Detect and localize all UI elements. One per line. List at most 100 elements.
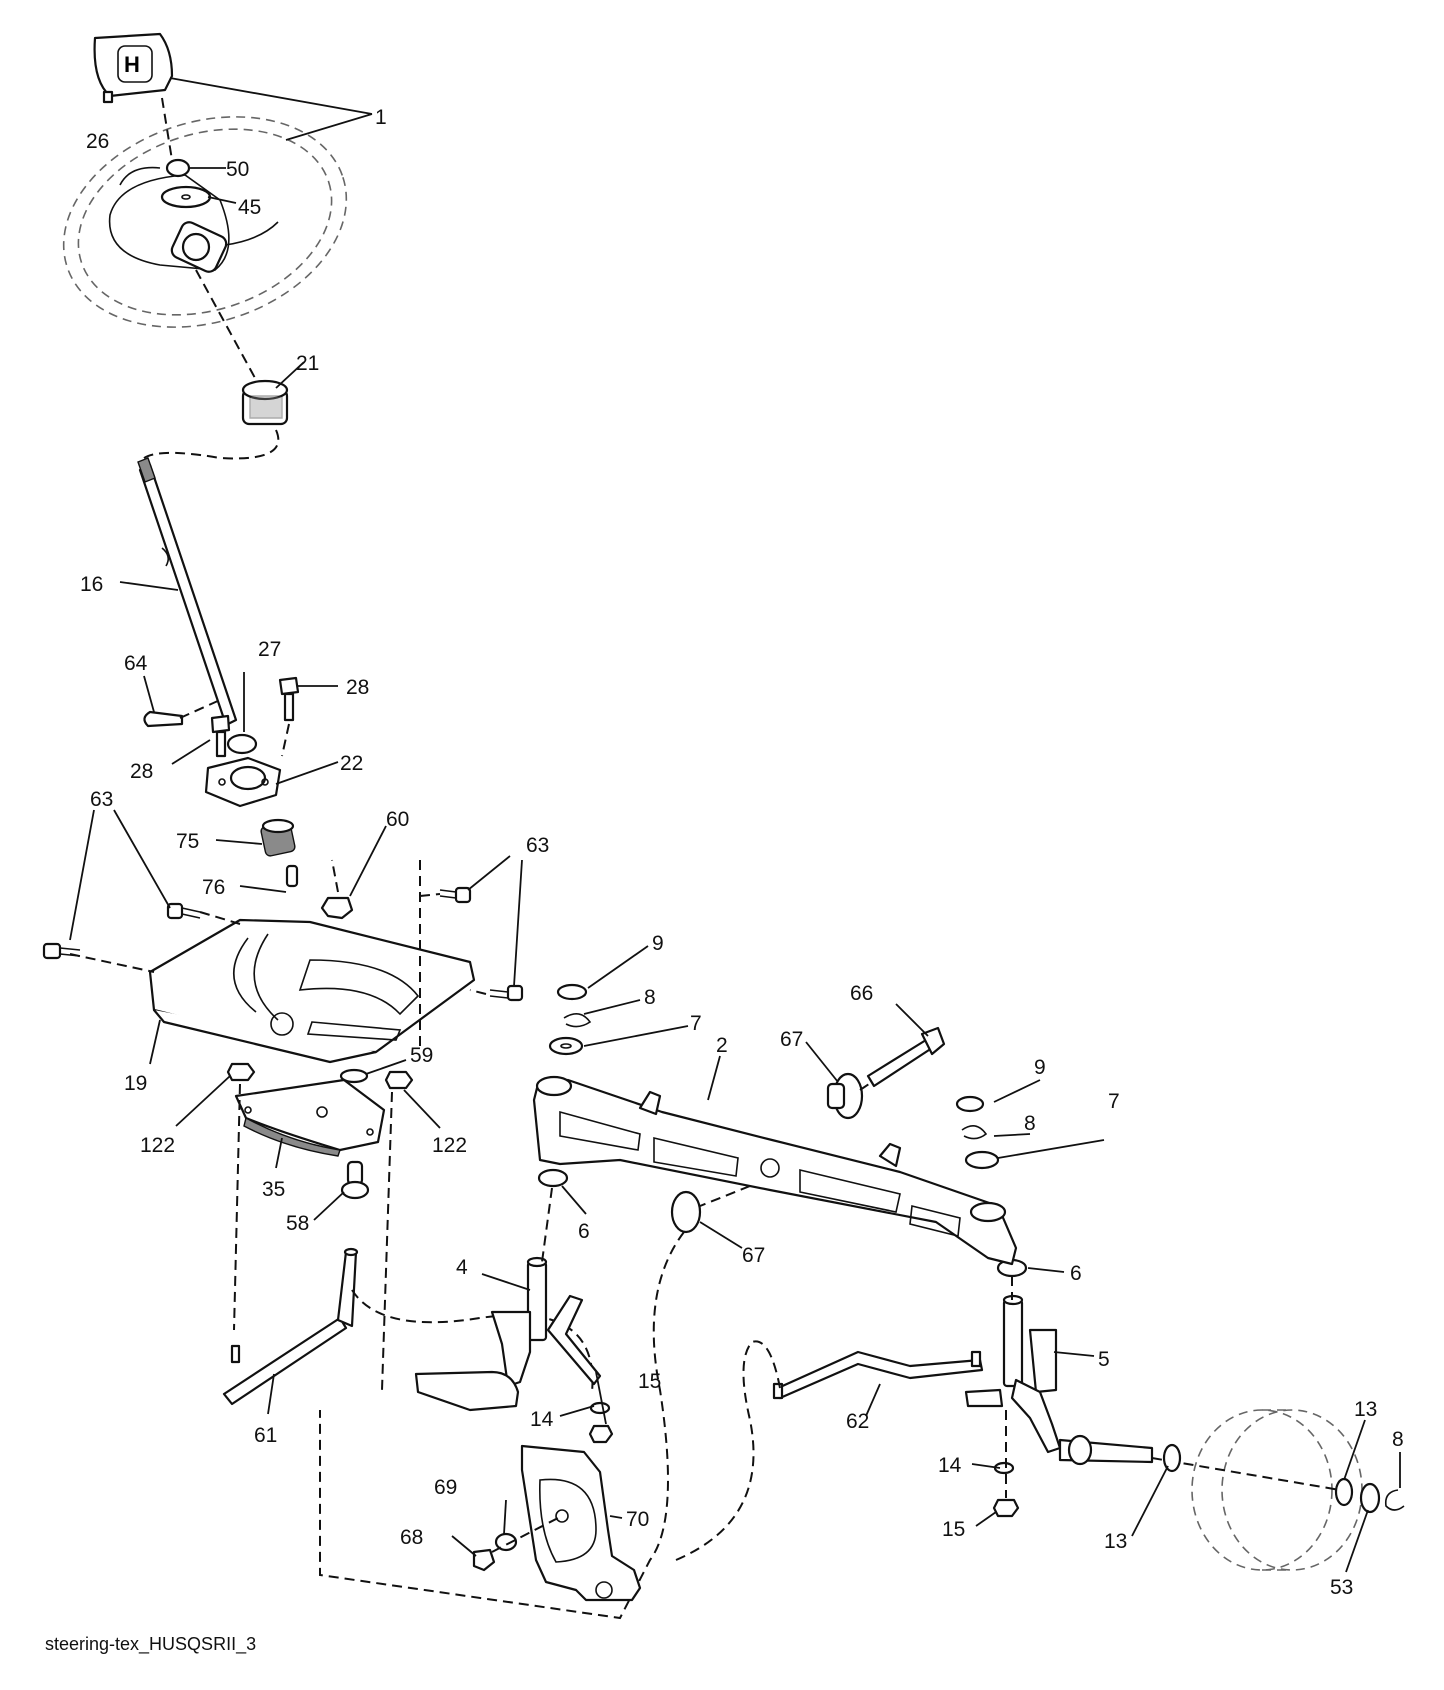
screw-part-63-right (489, 984, 524, 1002)
cap-part-9-right (955, 1095, 985, 1113)
tie-rod-part-62 (772, 1350, 984, 1400)
assembly-line-bracket (319, 1231, 685, 1620)
callout-53: 53 (1330, 1576, 1353, 1599)
nut-part-50 (165, 158, 191, 178)
callout-4: 4 (456, 1256, 468, 1279)
cap-part-9-left (556, 983, 588, 1001)
callout-64: 64 (124, 652, 148, 675)
pivot-bushing-part-67-top (826, 1072, 864, 1120)
washer-part-14-left (589, 1401, 611, 1415)
callout-67-top: 67 (780, 1028, 803, 1051)
callout-5: 5 (1098, 1348, 1110, 1371)
callout-15-left: 15 (638, 1370, 661, 1393)
washer-part-59 (339, 1068, 369, 1084)
pivot-bolt-part-66 (866, 1026, 946, 1088)
callout-122-right: 122 (432, 1134, 467, 1157)
callout-8-wheel: 8 (1392, 1428, 1404, 1451)
adapter-part-21 (241, 379, 289, 426)
callout-59: 59 (410, 1044, 433, 1067)
leader-lines (69, 77, 1401, 1573)
washer-part-7-left (548, 1036, 584, 1056)
nut-part-122-left (226, 1062, 256, 1082)
callout-67-bottom: 67 (742, 1244, 765, 1267)
callout-122-left: 122 (140, 1134, 175, 1157)
washer-part-45 (160, 185, 212, 209)
cotter-pin-part-64 (143, 699, 221, 728)
assembly-line-left-spindle (541, 1187, 553, 1263)
callout-7-left: 7 (690, 1012, 702, 1035)
callout-6-right: 6 (1070, 1262, 1082, 1285)
callout-69: 69 (434, 1476, 457, 1499)
nut-part-122-right (384, 1070, 414, 1090)
callout-21: 21 (296, 352, 319, 375)
callout-68: 68 (400, 1526, 423, 1549)
bracket-part-22 (204, 756, 282, 808)
sector-gear-part-35 (234, 1078, 386, 1157)
spindle-part-4 (414, 1256, 602, 1412)
assembly-line-wheel (161, 97, 256, 379)
washer-part-13-outer (1334, 1477, 1354, 1507)
steering-shaft-part-16 (137, 457, 238, 727)
callout-50: 50 (226, 158, 249, 181)
pinion-gear-part-75 (260, 818, 296, 857)
steering-cap-part-26: H (93, 32, 174, 104)
washer-part-69 (494, 1532, 518, 1552)
callout-14-right: 14 (938, 1454, 962, 1477)
callout-8-left: 8 (644, 986, 656, 1009)
nut-part-60 (320, 859, 354, 920)
steering-plate-part-19 (69, 860, 487, 1064)
brand-logo: H (124, 52, 140, 77)
washer-part-7-right (964, 1150, 1000, 1170)
callout-60: 60 (386, 808, 409, 831)
assembly-line-bracket-bolt (491, 1517, 559, 1553)
nut-part-15-right (992, 1498, 1020, 1518)
callout-labels: 1 26 50 45 21 16 64 27 28 28 22 63 75 60… (80, 106, 1404, 1599)
bushing-part-27 (226, 733, 258, 755)
assembly-line-drag (351, 1289, 594, 1393)
callout-26: 26 (86, 130, 109, 153)
callout-22: 22 (340, 752, 363, 775)
callout-27: 27 (258, 638, 281, 661)
callout-62: 62 (846, 1410, 869, 1433)
callout-13-inner: 13 (1104, 1530, 1127, 1553)
callout-58: 58 (286, 1212, 309, 1235)
clip-part-8-right (961, 1125, 988, 1140)
clip-part-8-left (563, 1013, 592, 1028)
callout-8-right: 8 (1024, 1112, 1036, 1135)
steering-wheel-part-1 (62, 116, 348, 328)
callout-75: 75 (176, 830, 199, 853)
callout-7-right: 7 (1108, 1090, 1120, 1113)
screw-part-63-mid (166, 902, 201, 920)
callout-70: 70 (626, 1508, 649, 1531)
callout-15-right: 15 (942, 1518, 965, 1541)
bushing-part-6-left (537, 1168, 569, 1188)
callout-28-left: 28 (130, 760, 153, 783)
front-axle-part-2 (532, 1075, 1018, 1266)
nut-part-15-left (588, 1424, 614, 1444)
pivot-bushing-part-67-bottom (670, 1190, 702, 1234)
callout-66: 66 (850, 982, 873, 1005)
callout-63-left: 63 (90, 788, 113, 811)
callout-6-left: 6 (578, 1220, 590, 1243)
callout-1: 1 (375, 106, 387, 129)
callout-13-outer: 13 (1354, 1398, 1377, 1421)
bolt-part-76 (285, 864, 299, 888)
callout-9-right: 9 (1034, 1056, 1046, 1079)
screw-part-63-top (439, 886, 472, 904)
callout-76: 76 (202, 876, 225, 899)
bolt-part-28-right (278, 676, 300, 757)
callout-61: 61 (254, 1424, 277, 1447)
drag-link-part-61 (222, 1247, 359, 1406)
callout-16: 16 (80, 573, 103, 596)
callout-63-right: 63 (526, 834, 549, 857)
clip-part-8-wheel (1384, 1489, 1405, 1511)
assembly-line-tierod (675, 1340, 781, 1561)
assembly-line-pivot (699, 1081, 873, 1207)
assembly-line-gear (233, 1083, 393, 1391)
callout-9-left: 9 (652, 932, 664, 955)
assembly-line-adapter (139, 429, 280, 463)
callout-14-left: 14 (530, 1408, 554, 1431)
callout-45: 45 (238, 196, 261, 219)
callout-19: 19 (124, 1072, 147, 1095)
